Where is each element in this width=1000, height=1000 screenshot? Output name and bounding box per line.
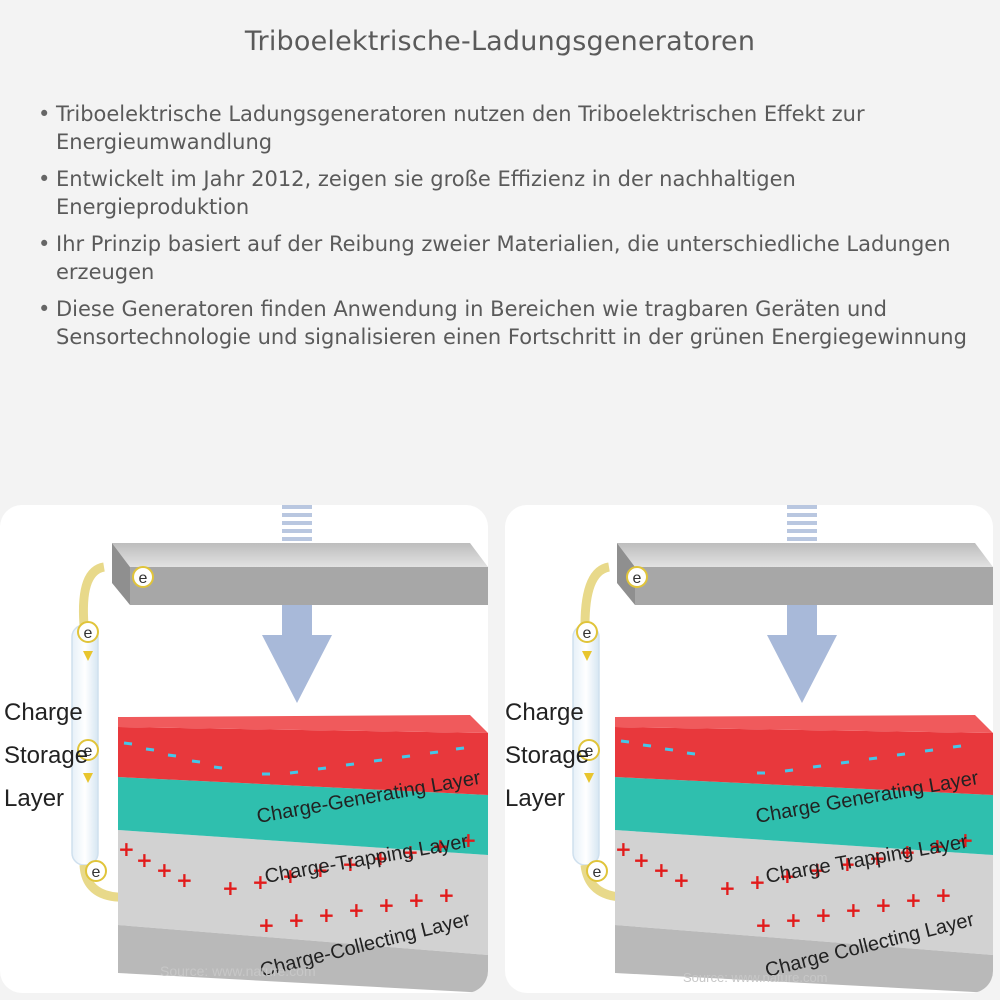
svg-text:e: e bbox=[593, 864, 602, 881]
svg-text:e: e bbox=[585, 743, 594, 760]
svg-text:+: + bbox=[118, 837, 135, 861]
bullet-list: Triboelektrische Ladungsgeneratoren nutz… bbox=[38, 100, 968, 360]
charge-collecting-layer bbox=[615, 830, 993, 993]
charge-collecting-layer bbox=[118, 830, 488, 993]
svg-text:+: + bbox=[809, 858, 826, 882]
svg-text:+: + bbox=[156, 858, 173, 882]
bullet-item: Entwickelt im Jahr 2012, zeigen sie groß… bbox=[38, 165, 968, 221]
svg-text:+: + bbox=[653, 858, 670, 882]
electron-icon: e bbox=[132, 566, 154, 588]
svg-text:+: + bbox=[460, 828, 477, 852]
svg-text:+: + bbox=[815, 903, 832, 927]
svg-text:+: + bbox=[615, 837, 632, 861]
svg-text:+: + bbox=[438, 883, 455, 907]
svg-text:+: + bbox=[673, 868, 690, 892]
svg-text:+: + bbox=[633, 848, 650, 872]
press-arrow bbox=[787, 505, 817, 549]
charge-generating-layer bbox=[118, 715, 488, 795]
svg-text:e: e bbox=[633, 570, 642, 587]
storage-label: Charge Storage Layer bbox=[505, 699, 596, 812]
electron-icon: e bbox=[586, 860, 608, 882]
electron-flow-arrow-icon bbox=[582, 651, 592, 661]
top-plate bbox=[112, 543, 488, 605]
svg-text:+: + bbox=[845, 898, 862, 922]
svg-text:+: + bbox=[318, 903, 335, 927]
positive-charges: +++ +++ +++ +++ +++ +++ ++ bbox=[615, 828, 974, 937]
charge-trapping-layer bbox=[615, 777, 993, 855]
svg-text:+: + bbox=[905, 888, 922, 912]
svg-text:+: + bbox=[312, 858, 329, 882]
electron-icon: e bbox=[578, 739, 600, 761]
electron-flow-arrow-icon bbox=[83, 773, 93, 783]
svg-text:+: + bbox=[957, 828, 974, 852]
press-arrow bbox=[282, 505, 312, 549]
svg-text:+: + bbox=[899, 840, 916, 864]
svg-text:+: + bbox=[432, 834, 449, 858]
svg-text:e: e bbox=[139, 570, 148, 587]
svg-text:+: + bbox=[839, 852, 856, 876]
electron-icon: e bbox=[626, 566, 648, 588]
charge-generating-layer bbox=[615, 715, 993, 795]
electron-icon: e bbox=[77, 739, 99, 761]
electron-icon: e bbox=[85, 860, 107, 882]
svg-text:+: + bbox=[779, 864, 796, 888]
source-caption: Source: www.nature.com bbox=[160, 963, 316, 979]
svg-text:e: e bbox=[84, 625, 93, 642]
teng-diagram-right: e e e e e Charge Storage Layer bbox=[505, 505, 993, 993]
svg-text:+: + bbox=[719, 876, 736, 900]
top-plate bbox=[617, 543, 993, 605]
press-arrow-head bbox=[262, 605, 332, 703]
svg-text:+: + bbox=[282, 864, 299, 888]
svg-text:+: + bbox=[869, 846, 886, 870]
svg-text:+: + bbox=[402, 840, 419, 864]
svg-text:+: + bbox=[929, 834, 946, 858]
press-arrow-head bbox=[767, 605, 837, 703]
svg-text:+: + bbox=[378, 893, 395, 917]
svg-text:+: + bbox=[372, 846, 389, 870]
svg-text:e: e bbox=[92, 864, 101, 881]
svg-text:+: + bbox=[348, 898, 365, 922]
diagram-panel-right: e e e e e Charge Storage Layer bbox=[505, 505, 993, 993]
svg-text:+: + bbox=[342, 852, 359, 876]
electron-icon: e bbox=[576, 621, 598, 643]
teng-diagram-left: e e e e e Charge Storage Layer bbox=[4, 505, 488, 993]
negative-charges bbox=[620, 739, 962, 775]
positive-charges: +++ +++ +++ +++ +++ +++ ++ bbox=[118, 828, 477, 937]
svg-text:+: + bbox=[176, 868, 193, 892]
svg-text:+: + bbox=[749, 870, 766, 894]
electron-icon: e bbox=[77, 621, 99, 643]
svg-text:e: e bbox=[583, 625, 592, 642]
page-title: Triboelektrische-Ladungsgeneratoren bbox=[244, 26, 756, 57]
svg-text:+: + bbox=[785, 908, 802, 932]
electron-flow-arrow-icon bbox=[83, 651, 93, 661]
charge-trapping-layer bbox=[118, 777, 488, 855]
svg-text:+: + bbox=[258, 913, 275, 937]
diagram-panel-left: e e e e e Charge Storage Layer bbox=[0, 505, 488, 993]
svg-text:+: + bbox=[755, 913, 772, 937]
negative-charges bbox=[123, 741, 465, 776]
svg-text:+: + bbox=[222, 876, 239, 900]
bullet-item: Diese Generatoren finden Anwendung in Be… bbox=[38, 295, 968, 351]
bullet-item: Triboelektrische Ladungsgeneratoren nutz… bbox=[38, 100, 968, 156]
svg-text:+: + bbox=[935, 883, 952, 907]
svg-text:+: + bbox=[136, 848, 153, 872]
bullet-item: Ihr Prinzip basiert auf der Reibung zwei… bbox=[38, 230, 968, 286]
svg-text:+: + bbox=[252, 870, 269, 894]
storage-label: Charge Storage Layer bbox=[4, 699, 95, 812]
source-caption: Source: www.nature.com bbox=[683, 970, 828, 985]
svg-text:+: + bbox=[875, 893, 892, 917]
svg-text:+: + bbox=[288, 908, 305, 932]
svg-text:e: e bbox=[84, 743, 93, 760]
electron-flow-arrow-icon bbox=[584, 773, 594, 783]
svg-text:+: + bbox=[408, 888, 425, 912]
